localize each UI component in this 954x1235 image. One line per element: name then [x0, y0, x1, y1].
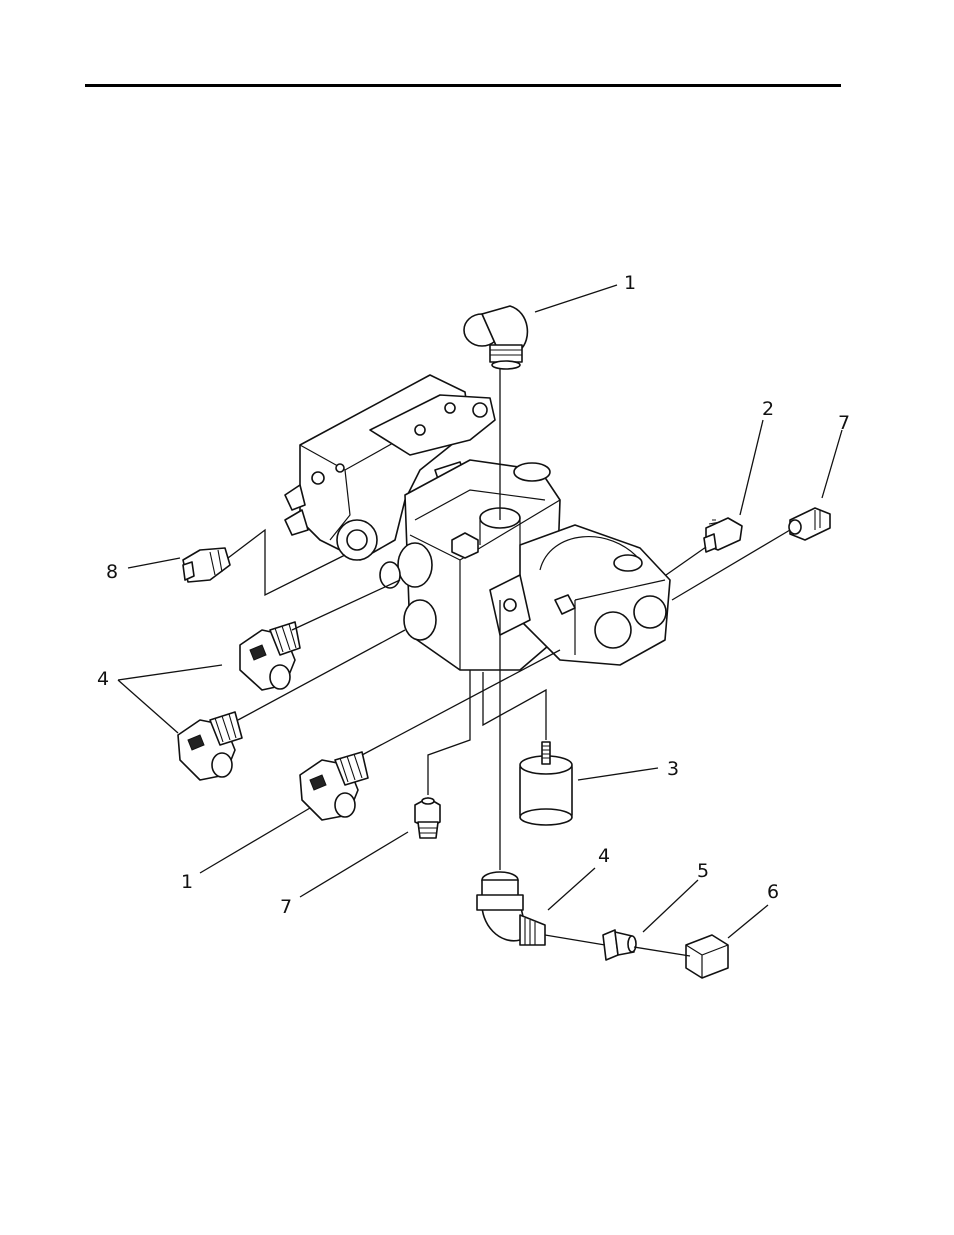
straight-fitting-item-8 [183, 548, 230, 582]
callout-7-bottom: 7 [280, 896, 292, 918]
callout-1-bottom: 1 [181, 871, 193, 893]
callout-5: 5 [697, 860, 709, 882]
sleeve-item-5 [603, 930, 636, 960]
plug-item-3 [520, 742, 572, 825]
callout-6: 6 [767, 881, 779, 903]
callout-1-top: 1 [624, 272, 636, 294]
straight-fitting-item-2 [704, 518, 742, 552]
callout-8: 8 [106, 561, 118, 583]
callout-4-bottom: 4 [598, 845, 610, 867]
straight-fitting-item-7-right [789, 508, 830, 540]
elbow-fitting-4-bottom [477, 872, 545, 945]
callout-3: 3 [667, 758, 679, 780]
elbow-fitting-top [464, 306, 527, 369]
nut-item-6 [686, 935, 728, 978]
pump-assembly [285, 375, 670, 670]
straight-fitting-item-7-bottom [415, 798, 440, 838]
callout-4-left: 4 [97, 668, 109, 690]
elbow-fitting-4-upper [240, 622, 300, 690]
callout-2: 2 [762, 398, 774, 420]
callout-7-right: 7 [838, 412, 850, 434]
elbow-fitting-1-lower [300, 752, 368, 820]
elbow-fitting-4-lower [178, 712, 242, 780]
